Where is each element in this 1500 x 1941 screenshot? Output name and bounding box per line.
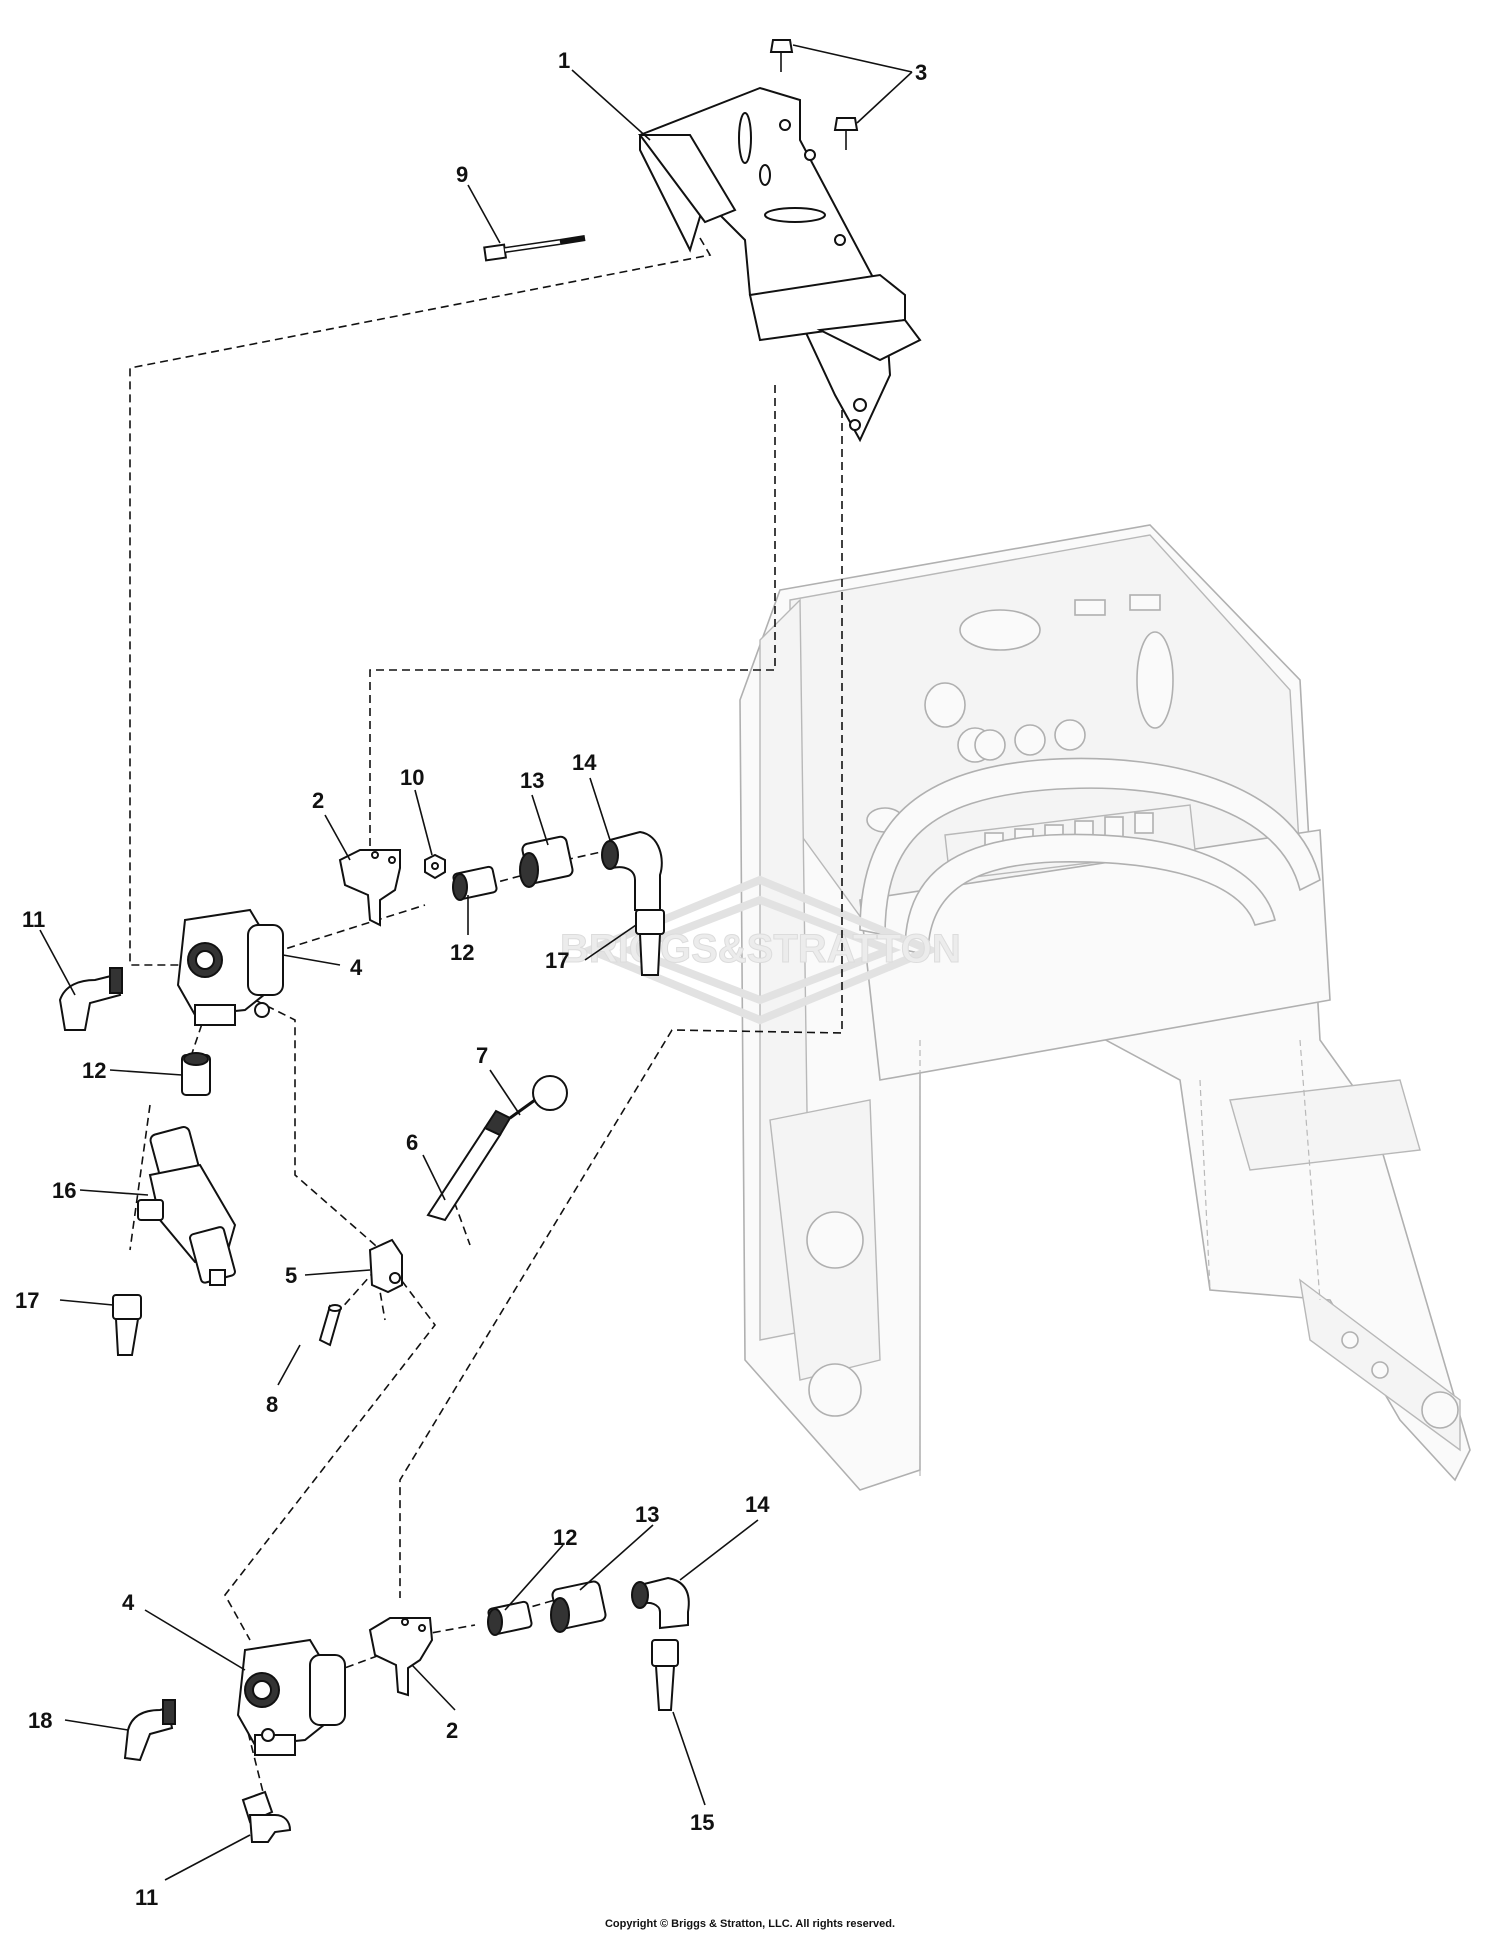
callout-17-lower: 17 <box>15 1288 39 1313</box>
part-12-nipple-upper <box>452 865 498 901</box>
part-10-nut <box>424 853 446 880</box>
callout-10: 10 <box>400 765 424 790</box>
part-2-bracket-upper <box>338 849 401 927</box>
callout-16: 16 <box>52 1178 76 1203</box>
callout-4-lower: 4 <box>122 1590 135 1615</box>
part-7-knob <box>509 1075 568 1120</box>
part-13-coupling-lower <box>550 1580 607 1633</box>
watermark-text: BRIGGS&STRATTON <box>560 927 961 971</box>
callout-13-upper: 13 <box>520 768 544 793</box>
part-9-long-bolt <box>483 235 586 262</box>
callout-12-middle: 12 <box>82 1058 106 1083</box>
part-2-bracket-lower <box>368 1617 434 1697</box>
callout-6: 6 <box>406 1130 418 1155</box>
callout-1: 1 <box>558 48 570 73</box>
part-13-coupling-upper <box>519 835 574 888</box>
callout-5: 5 <box>285 1263 297 1288</box>
copyright-notice: Copyright © Briggs & Stratton, LLC. All … <box>604 1918 896 1930</box>
part-18-elbow <box>123 1699 176 1762</box>
part-6-tube <box>426 1109 512 1222</box>
callout-14-upper: 14 <box>572 750 597 775</box>
callout-15: 15 <box>690 1810 714 1835</box>
part-3-bolts <box>769 39 859 150</box>
part-14-elbow-lower <box>631 1576 690 1630</box>
callout-11-lower: 11 <box>135 1885 158 1910</box>
part-4-valve-lower <box>236 1638 346 1756</box>
parts <box>58 39 922 1843</box>
part-16-filter <box>137 1126 237 1286</box>
part-15-barb <box>651 1639 679 1711</box>
part-4-valve-upper <box>176 908 284 1026</box>
leader-lines <box>39 44 913 1881</box>
callout-8: 8 <box>266 1392 278 1417</box>
callout-4-upper: 4 <box>350 955 363 980</box>
chassis-frame <box>739 524 1471 1491</box>
assembly-lines <box>129 221 843 1801</box>
part-12-nipple-middle <box>181 1052 211 1096</box>
callout-9: 9 <box>456 162 468 187</box>
part-5-block <box>368 1238 403 1294</box>
part-17-barb-upper <box>635 909 665 976</box>
callout-17-upper: 17 <box>545 948 569 973</box>
callout-12-lower: 12 <box>553 1525 577 1550</box>
part-12-nipple-lower <box>487 1600 533 1636</box>
callout-2-lower: 2 <box>446 1718 458 1743</box>
callout-3: 3 <box>915 60 927 85</box>
callout-12-upper: 12 <box>450 940 474 965</box>
callout-7: 7 <box>476 1043 488 1068</box>
callout-numbers: 1 2 2 3 4 4 5 6 7 8 9 10 11 11 12 12 12 … <box>15 48 927 1910</box>
part-11-elbow-upper <box>58 967 123 1031</box>
callout-2-upper: 2 <box>312 788 324 813</box>
part-11-elbow-lower <box>241 1790 292 1843</box>
part-1-bracket <box>638 86 922 443</box>
callout-11-upper: 11 <box>22 907 45 932</box>
part-17-barb-left <box>112 1294 142 1356</box>
part-14-elbow-upper <box>601 830 663 911</box>
part-8-pin <box>318 1304 342 1347</box>
callout-18: 18 <box>28 1708 52 1733</box>
callout-14-lower: 14 <box>745 1492 770 1517</box>
callout-13-lower: 13 <box>635 1502 659 1527</box>
